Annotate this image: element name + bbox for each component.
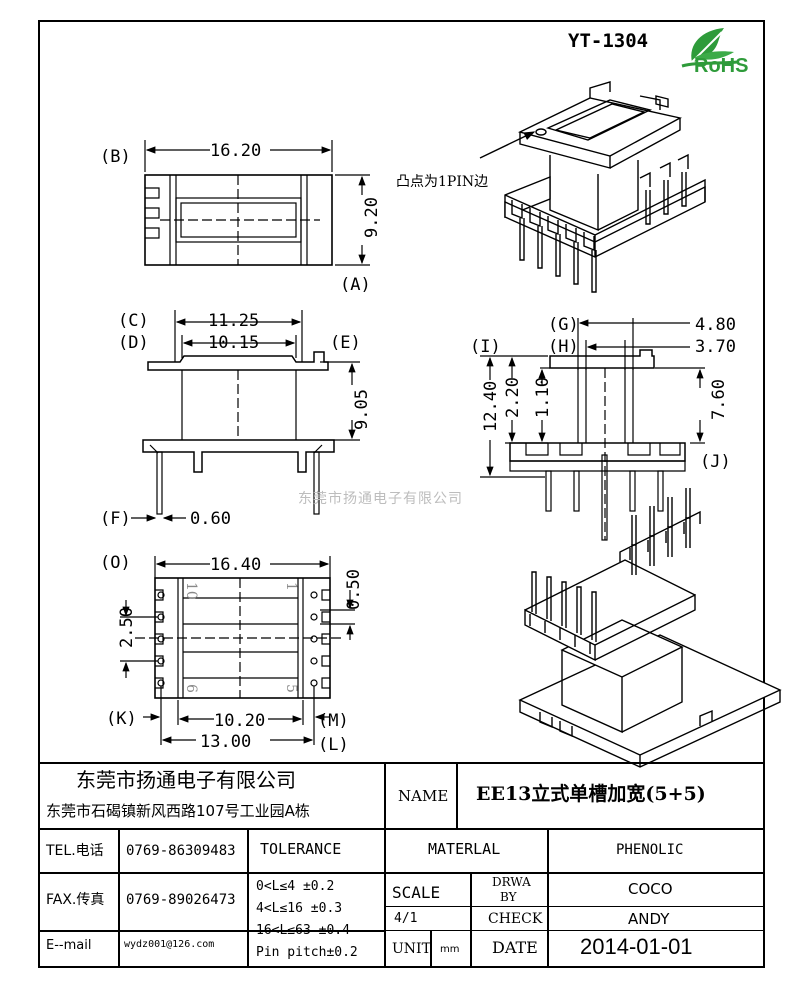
scale-label: SCALE xyxy=(392,883,441,902)
view-o-label: (O) xyxy=(100,553,131,573)
fax-label: FAX.传真 xyxy=(46,892,105,908)
dim-top-width: 16.20 xyxy=(210,141,261,161)
dim-bottom-right: 0.50 xyxy=(344,569,364,610)
pin-number-5: 5 xyxy=(283,684,299,693)
tolerance-label: TOLERANCE xyxy=(260,840,342,858)
view-g-label: (G) xyxy=(548,315,579,335)
view-c-label: (C) xyxy=(118,311,149,331)
front-view xyxy=(131,310,360,522)
dim-bottom-left: 2.50 xyxy=(117,607,137,648)
date-value: 2014-01-01 xyxy=(580,934,693,959)
bottom-view xyxy=(120,556,355,745)
name-label: NAME xyxy=(398,787,449,805)
top-view xyxy=(144,140,370,266)
pin-number-1: 1 xyxy=(283,582,299,591)
tel-label: TEL.电话 xyxy=(46,843,104,859)
rohs-logo: RoHS xyxy=(678,22,766,80)
view-m-label: (M) xyxy=(318,711,349,731)
dimension-labels: (B) 16.20 9.20 (A) (C) 11.25 (D) 10.15 (… xyxy=(100,141,736,755)
dim-e: 9.05 xyxy=(352,389,372,430)
pin-number-labels: 10 1 6 5 xyxy=(183,582,299,693)
view-e-label: (E) xyxy=(330,333,361,353)
check-value: ANDY xyxy=(628,910,670,928)
tel-value: 0769-86309483 xyxy=(126,843,236,859)
isometric-view-bottom xyxy=(518,488,782,768)
dim-total-height: 12.40 xyxy=(481,381,501,432)
material-value: PHENOLIC xyxy=(616,842,684,858)
watermark: 东莞市扬通电子有限公司 xyxy=(298,490,463,507)
check-label: CHECK xyxy=(488,911,543,927)
view-i-label: (I) xyxy=(470,337,501,357)
email-label: E--mail xyxy=(46,938,92,953)
view-f-label: (F) xyxy=(100,509,131,529)
pin-number-6: 6 xyxy=(183,684,199,693)
unit-value: mm xyxy=(440,944,460,955)
tolerance-row-2: 4<L≤16 ±0.3 xyxy=(256,901,343,916)
dim-right-side: 7.60 xyxy=(709,379,729,420)
dim-i: 2.20 xyxy=(503,377,523,418)
pin-number-10: 10 xyxy=(183,582,199,600)
fax-value: 0769-89026473 xyxy=(126,892,236,908)
dim-inner: 1.10 xyxy=(533,377,553,418)
date-label: DATE xyxy=(492,938,538,957)
drawn-by-label-1: DRWA xyxy=(492,875,531,889)
tolerance-row-1: 0<L≤4 ±0.2 xyxy=(256,879,335,894)
tolerance-row-3: 16<L≤63 ±0.4 xyxy=(256,923,350,938)
dim-top-height: 9.20 xyxy=(362,197,382,238)
dim-m: 10.20 xyxy=(214,711,265,731)
scale-value: 4/1 xyxy=(394,911,418,926)
tolerance-row-4: Pin pitch±0.2 xyxy=(256,945,358,960)
company-address: 东莞市石碣镇新风西路107号工业园A栋 xyxy=(46,802,310,820)
company-name: 东莞市扬通电子有限公司 xyxy=(76,768,296,792)
view-d-label: (D) xyxy=(118,333,149,353)
view-j-label: (J) xyxy=(700,452,731,472)
dim-f: 0.60 xyxy=(190,509,231,529)
dim-bottom-width: 16.40 xyxy=(210,555,261,575)
rohs-leaf-icon xyxy=(681,28,739,68)
dim-c: 11.25 xyxy=(208,311,259,331)
drawing-frame xyxy=(38,20,765,968)
part-name: EE13立式单槽加宽(5+5) xyxy=(476,783,706,805)
unit-label: UNIT xyxy=(392,941,431,957)
isometric-view-top xyxy=(479,81,706,293)
dim-l: 13.00 xyxy=(200,732,251,752)
view-b-label: (B) xyxy=(100,147,131,167)
pin1-note: 凸点为1PIN边 xyxy=(396,174,488,190)
view-h-label: (H) xyxy=(548,337,579,357)
material-label: MATERLAL xyxy=(428,840,501,858)
drawn-by-value: COCO xyxy=(628,880,673,898)
view-a-label: (A) xyxy=(340,275,371,295)
rohs-label: RoHS xyxy=(694,55,749,77)
side-view xyxy=(480,318,705,541)
dim-g: 4.80 xyxy=(695,315,736,335)
email-value: wydz001@126.com xyxy=(124,939,215,950)
view-l-label: (L) xyxy=(318,735,349,755)
dim-h: 3.70 xyxy=(695,337,736,357)
drawing-number: YT-1304 xyxy=(568,30,649,52)
drawn-by-label-2: BY xyxy=(500,890,517,904)
view-k-label: (K) xyxy=(106,709,137,729)
dim-d: 10.15 xyxy=(208,333,259,353)
